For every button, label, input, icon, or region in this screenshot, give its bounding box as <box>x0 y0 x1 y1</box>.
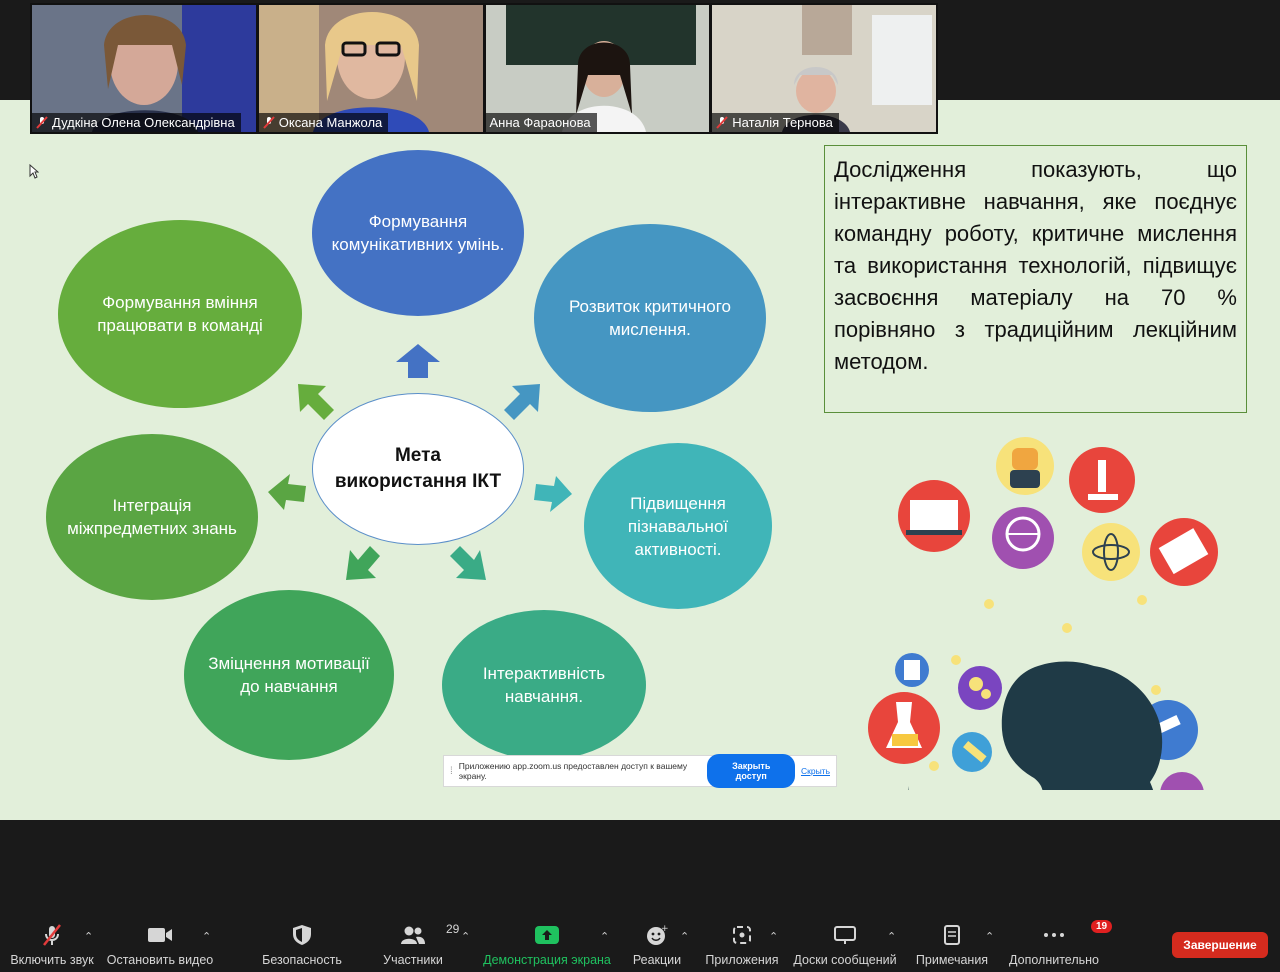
chevron-up-icon[interactable]: ⌃ <box>680 931 690 943</box>
notes-label: Примечания <box>915 953 989 967</box>
chevron-up-icon[interactable]: ⌃ <box>769 931 779 943</box>
participant-name-bar: Оксана Манжола <box>258 113 389 132</box>
ruler-icon <box>1160 772 1204 790</box>
end-meeting-button[interactable]: Завершение <box>1172 932 1268 958</box>
stop-sharing-button[interactable]: Закрыть доступ <box>707 754 795 788</box>
research-textbox: Дослідження показують, що інтерактивне н… <box>824 145 1247 413</box>
share-screen-label: Демонстрация экрана <box>483 953 611 967</box>
globe-icon <box>992 507 1054 569</box>
node-integration: Інтеграція міжпредметних знань <box>46 434 258 600</box>
unmute-button[interactable]: Включить звук <box>10 918 94 972</box>
apps-button[interactable]: Приложения <box>702 918 782 972</box>
apps-icon <box>733 926 751 944</box>
participant-video <box>485 5 710 132</box>
chevron-up-icon[interactable]: ⌃ <box>84 931 94 943</box>
participant-name: Наталія Тернова <box>732 115 833 130</box>
atom-icon <box>1082 523 1140 581</box>
participant-tile[interactable]: Дудкіна Олена Олександрівна <box>32 5 256 132</box>
notes-button[interactable]: Примечания <box>914 918 990 972</box>
node-teamwork: Формування вміння працювати в команді <box>58 220 302 408</box>
arrow-left-icon <box>268 474 306 510</box>
mouse-cursor-icon <box>29 164 39 179</box>
node-critical-thinking: Розвиток критичного мислення. <box>534 224 766 412</box>
whiteboard-icon <box>834 926 856 944</box>
participant-strip: Дудкіна Олена Олександрівна Оксана Манжо… <box>30 3 938 134</box>
node-cognitive-activity: Підвищення пізнавальної активності. <box>584 443 772 609</box>
node-interactivity: Інтерактивність навчання. <box>442 610 646 760</box>
shield-icon <box>293 925 311 945</box>
participant-tile[interactable]: Наталія Тернова <box>712 5 936 132</box>
node-motivation: Зміцнення мотивації до навчання <box>184 590 394 760</box>
apps-label: Приложения <box>705 953 779 967</box>
security-button[interactable]: Безопасность <box>262 918 342 972</box>
screen-share-notice: ⁞ Приложению app.zoom.us предоставлен до… <box>443 754 837 788</box>
whiteboards-button[interactable]: Доски сообщений <box>792 918 898 972</box>
chevron-up-icon[interactable]: ⌃ <box>461 931 471 943</box>
mic-muted-icon <box>43 924 61 946</box>
stop-video-button[interactable]: Остановить видео <box>106 918 214 972</box>
whiteboards-label: Доски сообщений <box>793 953 897 967</box>
participants-icon <box>401 926 425 944</box>
notes-icon <box>944 925 960 945</box>
reactions-label: Реакции <box>632 953 682 967</box>
arrow-upleft-icon <box>298 384 334 420</box>
share-screen-icon <box>535 926 559 944</box>
mic-muted-icon <box>36 116 48 129</box>
participant-name: Дудкіна Олена Олександрівна <box>52 115 235 130</box>
arrow-downleft-icon <box>346 546 380 580</box>
participant-name-bar: Анна Фараонова <box>485 113 597 132</box>
chevron-up-icon[interactable]: ⌃ <box>202 931 212 943</box>
arrow-downright-icon <box>450 546 486 580</box>
chevron-up-icon[interactable]: ⌃ <box>887 931 897 943</box>
stop-video-label: Остановить видео <box>106 953 214 967</box>
share-screen-button[interactable]: Демонстрация экрана <box>483 918 611 972</box>
hide-link[interactable]: Скрыть <box>800 766 830 776</box>
arrow-up-icon <box>396 344 440 378</box>
arrow-upright-icon <box>504 384 540 420</box>
participant-tile-active-speaker[interactable]: Анна Фараонова <box>485 5 710 132</box>
more-button[interactable]: 19 Дополнительно <box>1008 918 1113 972</box>
mic-muted-icon <box>263 116 275 129</box>
participants-button[interactable]: 29 Участники <box>382 918 459 972</box>
unmute-label: Включить звук <box>10 953 94 967</box>
arrow-right-icon <box>534 476 572 512</box>
chevron-up-icon[interactable]: ⌃ <box>985 931 995 943</box>
share-notice-text: Приложению app.zoom.us предоставлен дост… <box>458 761 688 781</box>
node-communicative: Формування комунікативних умінь. <box>312 150 524 316</box>
participant-name: Оксана Манжола <box>278 115 383 130</box>
mic-muted-icon <box>716 116 728 129</box>
reactions-button[interactable]: + Реакции <box>632 918 682 972</box>
center-goal: Мета використання ІКТ <box>312 393 524 545</box>
emoji-icon: + <box>647 924 668 945</box>
participants-label: Участники <box>383 953 443 967</box>
more-dots-icon <box>1044 933 1064 937</box>
participant-name-bar: Дудкіна Олена Олександрівна <box>32 113 241 132</box>
svg-text:+: + <box>661 924 668 934</box>
more-badge: 19 <box>1091 920 1113 933</box>
meeting-toolbar: Включить звук ⌃ Остановить видео ⌃ Безоп… <box>0 918 1280 972</box>
drag-handle-icon[interactable]: ⁞ <box>450 765 453 777</box>
participants-count: 29 <box>446 922 460 936</box>
security-label: Безопасность <box>262 953 342 967</box>
participant-tile[interactable]: Оксана Манжола <box>258 5 483 132</box>
more-label: Дополнительно <box>1009 953 1099 967</box>
video-camera-icon <box>148 928 172 942</box>
participant-video <box>32 5 256 132</box>
participant-name-bar: Наталія Тернова <box>712 113 839 132</box>
chevron-up-icon[interactable]: ⌃ <box>600 931 610 943</box>
research-text: Дослідження показують, що інтерактивне н… <box>834 157 1237 374</box>
student-illustration <box>868 437 1218 790</box>
participant-name: Анна Фараонова <box>489 115 591 130</box>
